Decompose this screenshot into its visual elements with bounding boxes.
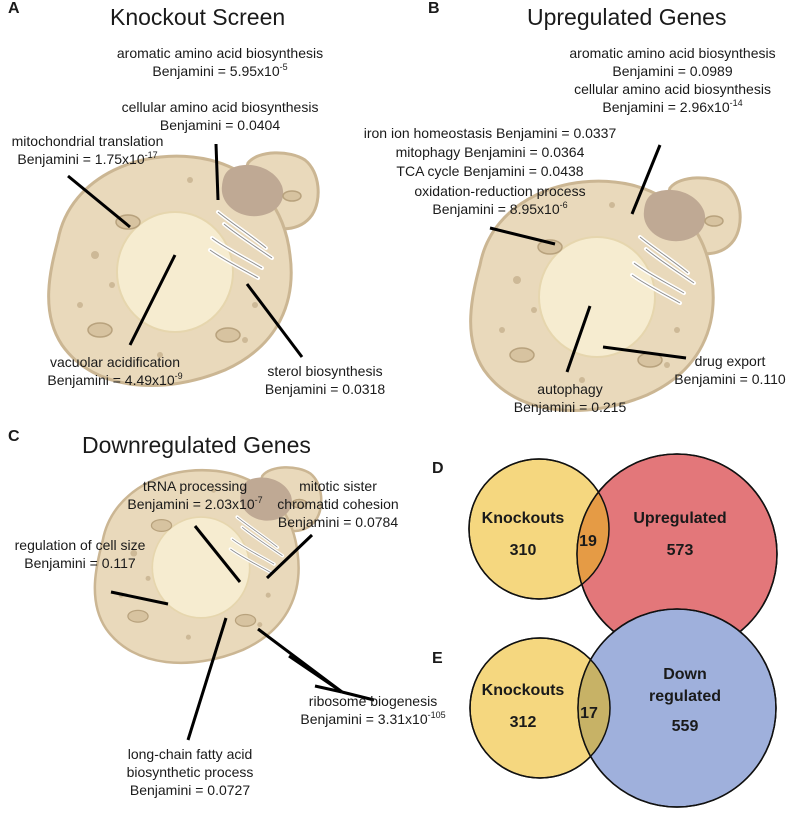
venn-d-overlap-count: 19 <box>579 533 597 550</box>
panel-letter-b: B <box>428 0 440 17</box>
leader-line <box>565 305 592 373</box>
annotation-aromatic-b: aromatic amino acid biosynthesis Benjami… <box>569 45 776 79</box>
panel-letter-d: D <box>432 460 444 477</box>
panel-title-b: Upregulated Genes <box>527 4 727 30</box>
annotation-cellular-a: cellular amino acid biosynthesis Benjami… <box>121 99 319 133</box>
leader-line <box>245 283 304 358</box>
leader-line <box>110 590 169 606</box>
annotation-drug-export-b: drug export Benjamini = 0.110 <box>674 353 786 387</box>
leader-line <box>193 525 242 583</box>
leader-line <box>314 684 343 694</box>
venn-e-left-label: Knockouts 312 <box>481 682 565 731</box>
venn-e-right-label: Down regulated 559 <box>648 666 721 735</box>
annotation-iron-b: iron ion homeostasis Benjamini = 0.0337 <box>363 125 617 141</box>
panel-title-c: Downregulated Genes <box>82 432 311 458</box>
annotation-oxidation-b: oxidation-reduction process Benjamini = … <box>414 183 586 217</box>
panel-letter-e: E <box>432 650 443 667</box>
annotation-cellular-b: cellular amino acid biosynthesis Benjami… <box>574 81 771 115</box>
annotation-fatty-acid-c: long-chain fatty acid biosynthetic proce… <box>126 746 254 798</box>
annotation-autophagy-b: autophagy Benjamini = 0.215 <box>513 381 627 415</box>
leader-line <box>67 174 131 229</box>
leader-line <box>602 345 687 360</box>
leader-line <box>214 143 220 201</box>
leader-line <box>128 254 177 346</box>
annotation-aromatic-a: aromatic amino acid biosynthesis Benjami… <box>116 45 324 79</box>
annotation-mito-translation-a: mitochondrial translation Benjamini = 1.… <box>11 133 164 167</box>
panel-title-a: Knockout Screen <box>110 4 286 30</box>
annotation-mitophagy-b: mitophagy Benjamini = 0.0364 <box>395 144 585 160</box>
panel-letter-a: A <box>8 0 20 17</box>
venn-d-right-label: Upregulated 573 <box>633 510 727 559</box>
leader-line <box>265 533 314 580</box>
leader-line <box>489 226 556 246</box>
annotation-cell-size-c: regulation of cell size Benjamini = 0.11… <box>14 537 146 571</box>
leader-line <box>186 617 228 741</box>
leader-line <box>288 654 343 694</box>
annotation-trna-c: tRNA processing Benjamini = 2.03x10-7 <box>127 478 263 512</box>
annotation-mitotic-c: mitotic sister chromatid cohesion Benjam… <box>277 478 399 530</box>
annotation-sterol-a: sterol biosynthesis Benjamini = 0.0318 <box>264 363 386 397</box>
annotation-ribosome-c: ribosome biogenesis Benjamini = 3.31x10-… <box>300 693 446 727</box>
venn-e-overlap-count: 17 <box>580 705 598 722</box>
annotation-vacuolar-a: vacuolar acidification Benjamini = 4.49x… <box>47 354 183 388</box>
venn-d-left-label: Knockouts 310 <box>481 510 565 559</box>
cell-illustration-a <box>46 150 321 388</box>
annotation-tca-b: TCA cycle Benjamini = 0.0438 <box>396 163 584 179</box>
leader-line <box>341 690 375 702</box>
leader-line <box>630 144 662 215</box>
panel-letter-c: C <box>8 428 20 445</box>
